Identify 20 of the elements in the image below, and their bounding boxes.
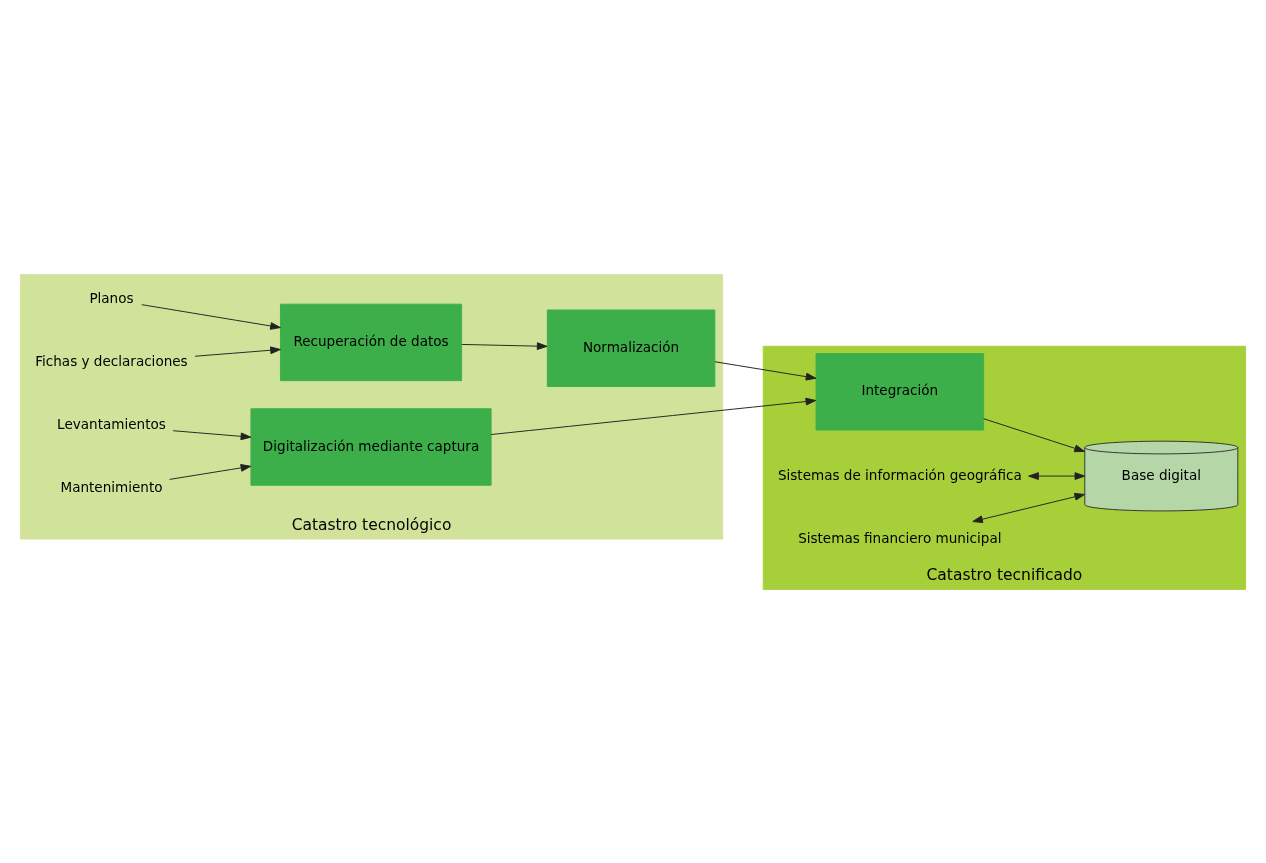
arrow	[1028, 471, 1086, 480]
arrow	[490, 397, 817, 435]
node-text: Fichas y declaraciones	[35, 352, 188, 369]
arrow	[461, 341, 548, 350]
arrow	[194, 345, 281, 357]
arrow	[172, 429, 252, 440]
node-text: Sistemas de información geográfica	[777, 466, 1022, 483]
node-text: Mantenimiento	[60, 478, 163, 495]
node-text: Levantamientos	[57, 415, 166, 432]
node-box: Recuperación de datos	[280, 303, 463, 381]
arrow	[141, 303, 281, 330]
node-box: Integración	[815, 352, 985, 431]
arrow	[169, 463, 252, 480]
node-text: Planos	[89, 289, 134, 306]
node-box: Digitalización mediante captura	[250, 407, 492, 486]
node-box: Normalización	[546, 309, 716, 387]
arrow	[714, 360, 817, 381]
arrow	[972, 492, 1086, 523]
node-text: Sistemas financiero municipal	[798, 529, 1002, 546]
arrow	[983, 417, 1085, 452]
